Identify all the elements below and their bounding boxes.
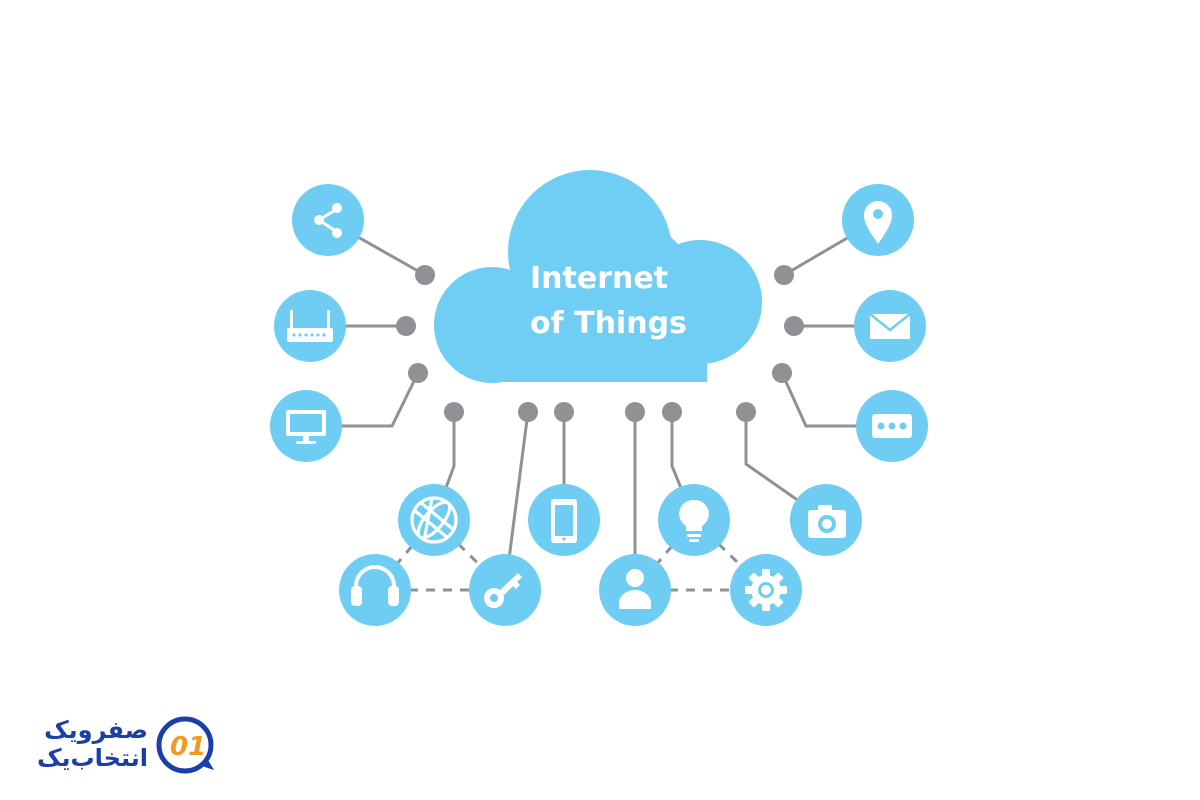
dot-user [625,402,645,422]
chat-bubble-icon [872,414,912,438]
dot-phone [554,402,574,422]
dot-chat [772,363,792,383]
brand-logo-line2: انتخاب‌یک [36,744,148,772]
cloud [434,170,762,383]
node-headphones [339,554,411,626]
smartphone-icon [551,499,577,543]
brand-logo-line1: صفرویک [44,716,148,744]
dot-monitor [408,363,428,383]
brand-logo-text: صفرویک انتخاب‌یک [30,716,148,772]
dot-key [518,402,538,422]
location-pin-icon [864,201,892,244]
share-icon [314,203,342,238]
node-router [274,290,346,362]
connector-dots [396,265,804,422]
dot-camera [736,402,756,422]
lightbulb-icon [679,499,709,542]
node-globe [398,484,470,556]
dot-location [774,265,794,285]
cloud-title-line2: of Things [530,306,687,341]
dot-router [396,316,416,336]
brand-logo: صفرویک انتخاب‌یک 01 [30,712,220,782]
cloud-title-line1: Internet [530,261,668,296]
dot-bulb [662,402,682,422]
router-icon [287,310,333,342]
mail-icon [869,313,911,339]
globe-icon [410,496,458,544]
monitor-icon [286,410,326,444]
dot-globe [444,402,464,422]
dot-share [415,265,435,285]
gear-icon [745,569,787,611]
node-share [292,184,364,256]
camera-icon [808,505,846,538]
brand-logo-mark: 01 [156,716,214,774]
headphones-icon [351,565,399,606]
brand-logo-mark-text: 01 [170,732,206,762]
dot-mail [784,316,804,336]
user-icon [619,569,651,609]
key-icon [484,573,522,608]
